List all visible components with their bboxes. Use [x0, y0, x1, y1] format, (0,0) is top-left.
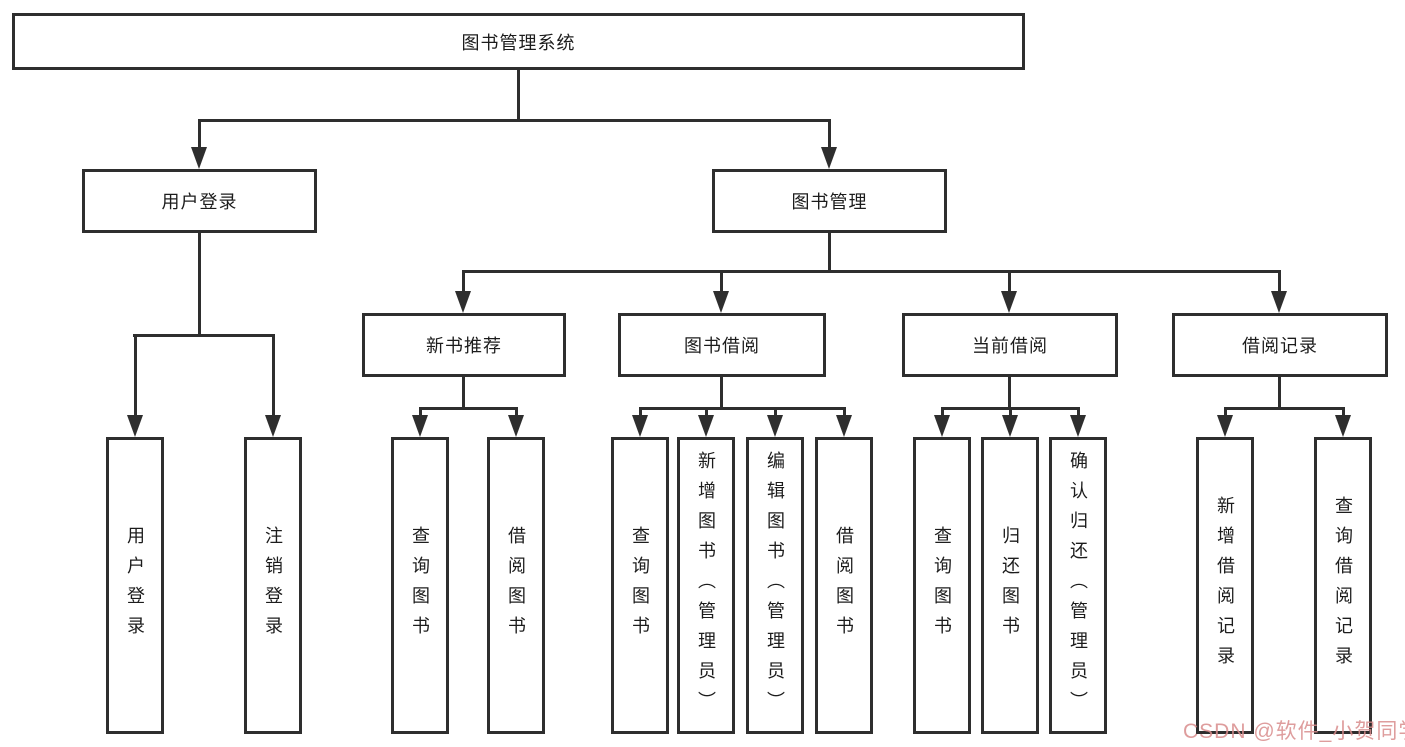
leaf-label: 查询图书	[932, 525, 952, 646]
arrow-down-icon	[191, 147, 207, 169]
leaf-add-book-admin: 新增图书（管理员）	[677, 437, 735, 734]
connector-line	[639, 407, 846, 410]
arrow-down-icon	[934, 415, 950, 437]
leaf-edit-book-admin: 编辑图书（管理员）	[746, 437, 804, 734]
node-new-book-recommendation: 新书推荐	[362, 313, 566, 377]
connector-line	[419, 407, 518, 410]
node-user-login: 用户登录	[82, 169, 317, 233]
node-book-borrowing: 图书借阅	[618, 313, 826, 377]
leaf-label: 归还图书	[1000, 525, 1020, 646]
leaf-confirm-return-admin: 确认归还（管理员）	[1049, 437, 1107, 734]
connector-line	[828, 232, 831, 273]
connector-line	[462, 270, 465, 294]
connector-line	[133, 334, 275, 337]
connector-line	[1224, 407, 1345, 410]
leaf-logout: 注销登录	[244, 437, 302, 734]
arrow-down-icon	[698, 415, 714, 437]
connector-line	[272, 334, 275, 418]
connector-line	[1009, 407, 1012, 419]
connector-line	[198, 119, 201, 151]
node-label: 当前借阅	[972, 336, 1048, 356]
connector-line	[1278, 270, 1281, 294]
arrow-down-icon	[1217, 415, 1233, 437]
leaf-label: 借阅图书	[506, 525, 526, 646]
connector-line	[198, 232, 201, 336]
node-label: 图书管理系统	[461, 32, 576, 53]
leaf-query-books-recommend: 查询图书	[391, 437, 449, 734]
arrow-down-icon	[713, 291, 729, 313]
connector-line	[843, 407, 846, 419]
node-book-management: 图书管理	[712, 169, 947, 233]
arrow-down-icon	[412, 415, 428, 437]
leaf-label: 查询借阅记录	[1333, 495, 1353, 676]
leaf-label: 编辑图书（管理员）	[765, 450, 785, 721]
leaf-borrow-books: 借阅图书	[815, 437, 873, 734]
connector-line	[720, 376, 723, 410]
connector-line	[705, 407, 708, 419]
node-label: 用户登录	[161, 192, 238, 212]
leaf-borrow-books-recommend: 借阅图书	[487, 437, 545, 734]
leaf-label: 查询图书	[410, 525, 430, 646]
connector-line	[1077, 407, 1080, 419]
connector-line	[462, 270, 1281, 273]
leaf-label: 新增借阅记录	[1215, 495, 1235, 676]
leaf-label: 确认归还（管理员）	[1068, 450, 1088, 721]
arrow-down-icon	[1335, 415, 1351, 437]
connector-line	[517, 68, 520, 121]
arrow-down-icon	[265, 415, 281, 437]
arrow-down-icon	[1070, 415, 1086, 437]
arrow-down-icon	[836, 415, 852, 437]
connector-line	[198, 119, 831, 122]
connector-line	[1008, 376, 1011, 410]
node-library-management-system: 图书管理系统	[12, 13, 1025, 70]
connector-line	[1342, 407, 1345, 419]
connector-line	[720, 270, 723, 294]
leaf-label: 借阅图书	[834, 525, 854, 646]
arrow-down-icon	[1002, 415, 1018, 437]
connector-line	[941, 407, 944, 419]
connector-line	[134, 334, 137, 418]
leaf-user-login: 用户登录	[106, 437, 164, 734]
connector-line	[639, 407, 642, 419]
connector-line	[1008, 270, 1011, 294]
arrow-down-icon	[821, 147, 837, 169]
node-label: 新书推荐	[426, 336, 502, 356]
node-borrowing-records: 借阅记录	[1172, 313, 1388, 377]
arrow-down-icon	[1001, 291, 1017, 313]
node-label: 借阅记录	[1242, 336, 1318, 356]
leaf-query-borrow-record: 查询借阅记录	[1314, 437, 1372, 734]
csdn-watermark: CSDN @软件_小贺同学	[1183, 720, 1405, 743]
leaf-label: 查询图书	[630, 525, 650, 646]
leaf-label: 注销登录	[263, 525, 283, 646]
connector-line	[1278, 376, 1281, 410]
arrow-down-icon	[455, 291, 471, 313]
connector-line	[462, 376, 465, 410]
leaf-query-books-current: 查询图书	[913, 437, 971, 734]
connector-line	[774, 407, 777, 419]
arrow-down-icon	[1271, 291, 1287, 313]
arrow-down-icon	[767, 415, 783, 437]
leaf-add-borrow-record: 新增借阅记录	[1196, 437, 1254, 734]
leaf-return-books: 归还图书	[981, 437, 1039, 734]
connector-line	[1224, 407, 1227, 419]
leaf-label: 用户登录	[125, 525, 145, 646]
arrow-down-icon	[508, 415, 524, 437]
node-current-borrowing: 当前借阅	[902, 313, 1118, 377]
node-label: 图书借阅	[684, 336, 760, 356]
connector-line	[828, 119, 831, 151]
connector-line	[515, 407, 518, 419]
node-label: 图书管理	[791, 192, 868, 212]
leaf-query-books-borrow: 查询图书	[611, 437, 669, 734]
arrow-down-icon	[632, 415, 648, 437]
arrow-down-icon	[127, 415, 143, 437]
leaf-label: 新增图书（管理员）	[696, 450, 716, 721]
connector-line	[419, 407, 422, 419]
